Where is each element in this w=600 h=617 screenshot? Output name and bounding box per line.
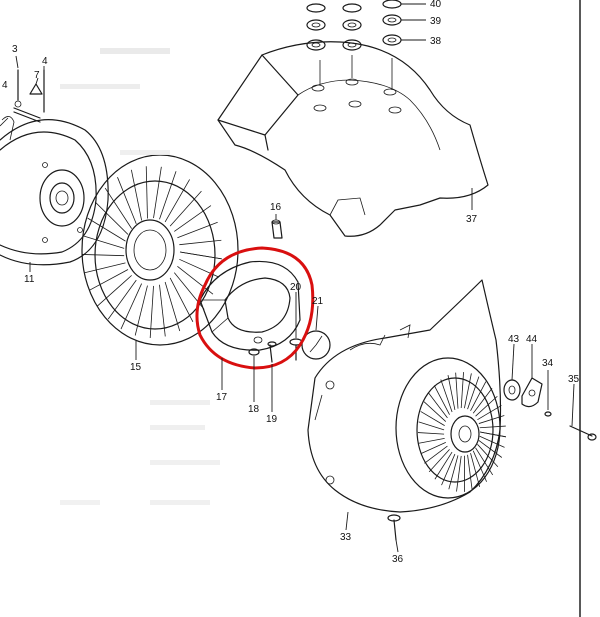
part-number-labels: 3 4 7 4 11 15 16 17 18 19 20 21 33 34 35… (2, 0, 580, 565)
housing-fin (477, 444, 499, 468)
housing-fin (479, 435, 505, 448)
housing-fin (472, 450, 487, 482)
housing-fin (475, 395, 498, 417)
label-part-18: 18 (248, 404, 260, 415)
housing-fin (472, 387, 493, 414)
fan-blade (104, 187, 133, 229)
housing-fin (424, 445, 448, 464)
housing-fin (428, 449, 450, 473)
label-part-15: 15 (130, 362, 142, 373)
label-part-4a: 4 (2, 80, 8, 91)
starter-housing-part-33 (307, 279, 506, 513)
fan-blade (145, 166, 148, 219)
label-part-4b: 4 (42, 56, 48, 67)
housing-fin (418, 437, 445, 444)
housing-fin (475, 447, 494, 476)
fan-blade (83, 262, 126, 274)
housing-fin (441, 453, 456, 486)
label-part-39: 39 (430, 16, 442, 27)
label-part-35: 35 (568, 374, 580, 385)
fan-blade (107, 279, 137, 320)
fan-blade (159, 171, 177, 220)
label-part-40: 40 (430, 0, 442, 10)
housing-fin (434, 451, 453, 480)
highlight-circle (195, 246, 315, 370)
label-part-21: 21 (312, 296, 324, 307)
fan-blade (174, 205, 212, 232)
dial-plate-part-21 (301, 330, 331, 360)
label-part-34: 34 (542, 358, 554, 369)
housing-fin (467, 376, 480, 410)
housing-fin (418, 421, 445, 431)
housing-fin (479, 425, 506, 429)
small-parts-3-4-7 (13, 69, 45, 123)
housing-fin (460, 372, 464, 409)
fan-blade (87, 217, 126, 242)
housing-fin (455, 372, 459, 409)
housing-fin (448, 455, 459, 490)
housing-fin (423, 401, 447, 422)
starter-cup-part-17 (199, 260, 301, 351)
bushing-part-16 (271, 219, 283, 239)
fan-blade (153, 166, 162, 219)
fan-blade (177, 221, 218, 239)
housing-fin (464, 373, 472, 409)
housing-fin (478, 440, 503, 458)
label-part-33: 33 (340, 532, 352, 543)
fan-blade (179, 239, 222, 246)
fan-blade (97, 275, 132, 307)
housing-fin (479, 431, 506, 438)
housing-fin (440, 379, 453, 413)
fan-blade (117, 177, 137, 225)
housing-fin (478, 415, 505, 424)
housing-fin (467, 454, 473, 491)
fan-blade (177, 265, 214, 295)
fan-blade (149, 285, 154, 338)
fan-blade (169, 190, 202, 227)
label-part-37: 37 (466, 214, 478, 225)
fan-blade (164, 281, 181, 332)
bleed-through-texture (60, 48, 220, 505)
fan-blade (159, 284, 166, 337)
label-part-44: 44 (526, 334, 538, 345)
fan-blade (120, 283, 143, 330)
fan-blade (94, 201, 129, 235)
housing-fin (456, 455, 462, 492)
fan-blade (169, 277, 194, 322)
fan-blade (164, 179, 190, 223)
washers-38-39-40 (306, 0, 426, 51)
label-part-20: 20 (290, 282, 302, 293)
housing-fin (470, 381, 487, 412)
flywheel-part-11 (0, 116, 109, 266)
label-part-7: 7 (34, 70, 40, 81)
housing-fin (420, 411, 445, 426)
fan-blade (179, 251, 222, 260)
shroud-cover-part-37 (217, 41, 489, 237)
housing-fin (417, 432, 445, 435)
housing-fin (433, 385, 450, 415)
label-part-19: 19 (266, 414, 278, 425)
label-part-38: 38 (430, 36, 442, 47)
fan-blade (83, 235, 125, 249)
fan-blade (82, 254, 125, 257)
housing-fin (477, 405, 502, 421)
fan-blade (134, 285, 148, 336)
label-part-3: 3 (12, 44, 18, 55)
fan-blade (89, 269, 129, 291)
label-part-11: 11 (24, 274, 35, 285)
housing-fin (428, 392, 448, 419)
fan-blade (179, 258, 220, 278)
housing-fin (447, 375, 456, 411)
label-part-36: 36 (392, 554, 404, 565)
label-part-17: 17 (216, 392, 228, 403)
housing-fin (470, 453, 481, 488)
fan-blade (130, 169, 143, 221)
label-part-16: 16 (270, 202, 282, 213)
housing-fin (420, 442, 446, 454)
cooling-fan-part-15 (81, 154, 239, 346)
leader-lines (15, 55, 575, 553)
label-part-43: 43 (508, 334, 520, 345)
